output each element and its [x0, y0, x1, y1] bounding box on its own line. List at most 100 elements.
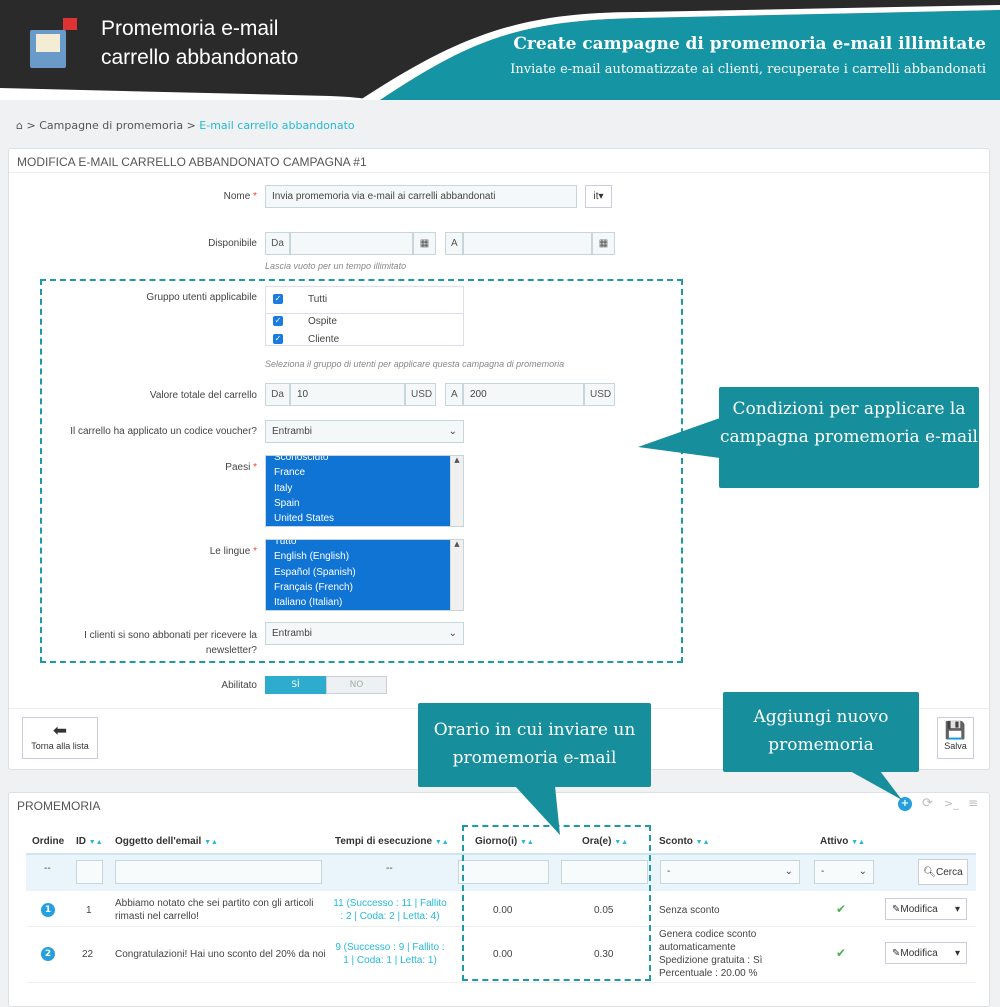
cell-days: 0.00: [493, 949, 513, 960]
to-addon: A: [445, 383, 463, 406]
option[interactable]: Français (French): [266, 579, 463, 596]
search-button[interactable]: 🔍︎Cerca: [918, 859, 968, 885]
scrollbar[interactable]: ▲: [450, 456, 463, 526]
filter-active-select[interactable]: -⌄: [814, 860, 874, 884]
filter-placeholder: --: [386, 863, 393, 874]
breadcrumb-sep: >: [26, 119, 36, 132]
language-dropdown[interactable]: it▾: [585, 185, 612, 208]
table-row: 2 22 Congratulazioni! Hai uno sconto del…: [26, 927, 976, 983]
disponibile-label: Disponibile: [208, 238, 257, 249]
edit-button[interactable]: ✎Modifica▾: [885, 942, 967, 964]
cart-max-input[interactable]: 200: [463, 383, 584, 406]
option[interactable]: Spain: [266, 495, 463, 512]
cell-id: 1: [86, 905, 92, 916]
cell-days: 0.00: [493, 905, 513, 916]
nome-input[interactable]: Invia promemoria via e-mail ai carrelli …: [265, 185, 577, 208]
languages-multiselect[interactable]: Tutto English (English) Español (Spanish…: [265, 539, 464, 611]
checkbox-ospite[interactable]: ✓: [273, 316, 283, 326]
back-arrow-icon: ⬅: [52, 721, 68, 740]
newsletter-label: I clienti si sono abbonati per ricevere …: [84, 630, 257, 656]
paesi-label: Paesi *: [225, 462, 257, 473]
cart-min-input[interactable]: 10: [290, 383, 405, 406]
filter-subject-input[interactable]: [115, 860, 322, 884]
breadcrumb-sep: >: [186, 119, 196, 132]
divider: [9, 172, 989, 173]
save-button[interactable]: 💾Salva: [937, 717, 974, 759]
active-check-icon[interactable]: ✔: [836, 946, 847, 960]
conditions-highlight: [40, 279, 683, 663]
col-active[interactable]: Attivo ▼▲: [820, 836, 865, 847]
newsletter-select[interactable]: Entrambi⌄: [265, 622, 464, 645]
edit-button[interactable]: ✎Modifica▾: [885, 898, 967, 920]
app-title-line1: Promemoria e-mail: [101, 17, 279, 40]
cell-discount: Senza sconto: [659, 905, 720, 916]
checkbox-cliente[interactable]: ✓: [273, 334, 283, 344]
order-badge[interactable]: 1: [41, 903, 55, 917]
currency-addon: USD: [405, 383, 436, 406]
cell-runs[interactable]: 9 (Successo : 9 | Fallito : 1 | Coda: 1 …: [335, 942, 445, 966]
cell-runs[interactable]: 11 (Successo : 11 | Fallito : 2 | Coda: …: [333, 898, 447, 922]
option[interactable]: Tutto: [266, 540, 463, 550]
home-icon[interactable]: ⌂: [16, 119, 23, 132]
group-checklist: ✓Tutti ✓Ospite ✓Cliente: [265, 286, 464, 346]
col-id[interactable]: ID ▼▲: [76, 836, 103, 847]
sql-icon[interactable]: >_: [944, 797, 959, 810]
timing-callout: Orario in cui inviare un promemoria e-ma…: [418, 703, 651, 787]
enabled-no-toggle[interactable]: NO: [326, 676, 387, 694]
calendar-icon[interactable]: ▦: [413, 232, 436, 255]
col-runs[interactable]: Tempi di esecuzione ▼▲: [335, 836, 449, 847]
option[interactable]: France: [266, 465, 463, 481]
group-label: Cliente: [308, 334, 340, 345]
gruppo-label: Gruppo utenti applicabile: [146, 292, 257, 303]
abilitato-label: Abilitato: [221, 680, 257, 691]
date-from-input[interactable]: [290, 232, 413, 255]
cell-discount: Genera codice sconto automaticamente Spe…: [659, 929, 763, 979]
filter-hours-input[interactable]: [561, 860, 648, 884]
back-to-list-button[interactable]: ⬅Torna alla lista: [22, 717, 98, 759]
option[interactable]: Sconosciuto: [266, 456, 463, 466]
add-reminder-icon[interactable]: +: [898, 797, 912, 811]
checkbox-tutti[interactable]: ✓: [273, 294, 283, 304]
col-ordine: Ordine: [32, 836, 65, 847]
active-check-icon[interactable]: ✔: [836, 902, 847, 916]
col-days[interactable]: Giorno(i) ▼▲: [475, 836, 534, 847]
option[interactable]: English (English): [266, 549, 463, 565]
filter-discount-select[interactable]: -⌄: [660, 860, 800, 884]
option[interactable]: United States: [266, 511, 463, 526]
calendar-icon[interactable]: ▦: [592, 232, 615, 255]
from-addon: Da: [265, 232, 290, 255]
date-to-input[interactable]: [463, 232, 592, 255]
gruppo-help: Seleziona il gruppo di utenti per applic…: [265, 359, 565, 369]
voucher-select[interactable]: Entrambi⌄: [265, 420, 464, 443]
refresh-icon[interactable]: ⟳: [922, 796, 933, 811]
order-badge[interactable]: 2: [41, 947, 55, 961]
app-title-line2: carrello abbandonato: [101, 46, 299, 69]
cell-hours: 0.05: [594, 905, 614, 916]
countries-multiselect[interactable]: Sconosciuto France Italy Spain United St…: [265, 455, 464, 527]
enabled-yes-toggle[interactable]: SÌ: [265, 676, 326, 694]
option[interactable]: Italiano (Italian): [266, 595, 463, 610]
scrollbar[interactable]: ▲: [450, 540, 463, 610]
breadcrumb-campaigns[interactable]: Campagne di promemoria: [39, 119, 184, 132]
cell-id: 22: [82, 949, 94, 960]
filter-placeholder: --: [44, 863, 51, 874]
col-discount[interactable]: Sconto ▼▲: [659, 836, 710, 847]
cell-subject: Abbiamo notato che sei partito con gli a…: [115, 898, 314, 922]
database-icon[interactable]: ≡: [968, 796, 979, 810]
option[interactable]: Español (Spanish): [266, 564, 463, 580]
col-hours[interactable]: Ora(e) ▼▲: [582, 836, 629, 847]
filter-days-input[interactable]: [458, 860, 549, 884]
search-icon: 🔍︎: [923, 867, 936, 878]
breadcrumb: ⌂ > Campagne di promemoria > E-mail carr…: [16, 119, 355, 132]
currency-addon: USD: [584, 383, 615, 406]
valore-label: Valore totale del carrello: [149, 390, 257, 401]
option[interactable]: Italy: [266, 480, 463, 496]
group-label: Tutti: [308, 294, 328, 305]
conditions-callout: Condizioni per applicare la campagna pro…: [719, 387, 979, 488]
col-subject[interactable]: Oggetto dell'email ▼▲: [115, 836, 218, 847]
filter-id-input[interactable]: [76, 860, 103, 884]
voucher-label: Il carrello ha applicato un codice vouch…: [70, 426, 257, 437]
reminders-panel: [8, 792, 990, 1007]
reminders-title: PROMEMORIA: [17, 799, 101, 813]
